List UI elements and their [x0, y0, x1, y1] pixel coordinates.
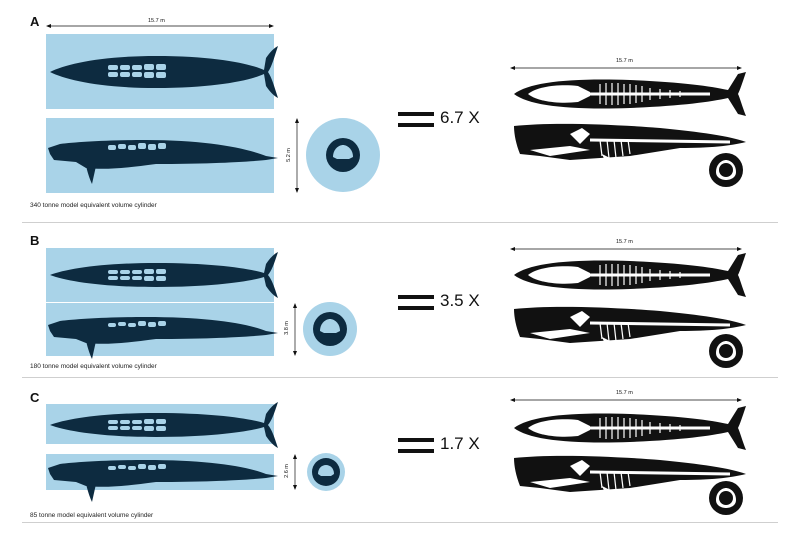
diameter-label: 5.2 m	[285, 148, 292, 162]
whale-top-silhouette	[50, 46, 278, 98]
panel-b: B 3.8 m 3.5 X 15	[0, 225, 800, 380]
skeleton-cross-section	[709, 153, 743, 187]
multiplier-value: 6.7 X	[440, 108, 480, 127]
panel-divider	[22, 377, 778, 378]
skeleton-cross-section	[709, 481, 743, 515]
equals-sign	[398, 436, 434, 454]
multiplier-value: 1.7 X	[440, 434, 480, 453]
skeleton-length-dimension	[510, 398, 742, 402]
diameter-label: 2.6 m	[283, 464, 290, 478]
diameter-label: 3.8 m	[283, 321, 290, 335]
panel-label: A	[30, 14, 40, 29]
skeleton-length-dimension	[510, 247, 742, 251]
skeleton-length-dimension	[510, 66, 742, 70]
skeleton-side-view	[514, 306, 746, 351]
skeleton-length-label: 15.7 m	[616, 390, 633, 396]
diameter-dimension	[293, 454, 297, 490]
skeleton-length-label: 15.7 m	[616, 239, 633, 245]
panel-caption: 85 tonne model equivalent volume cylinde…	[30, 512, 154, 519]
length-label: 15.7 m	[148, 18, 165, 24]
equals-sign	[398, 110, 434, 128]
skeleton-side-view	[514, 123, 746, 168]
panel-divider	[22, 522, 778, 523]
equals-sign	[398, 293, 434, 311]
cross-section	[303, 302, 357, 356]
skeleton-cross-section	[709, 334, 743, 368]
whale-side-silhouette	[48, 317, 278, 359]
skeleton-top-view	[514, 72, 746, 116]
panel-a: A 15.7 m 5.2 m	[0, 0, 800, 225]
skeleton-top-view	[514, 253, 746, 297]
whale-top-silhouette	[50, 252, 278, 298]
panel-c: C 2.6 m 1.7 X 15	[0, 380, 800, 538]
skeleton-top-view	[514, 406, 746, 450]
diameter-dimension	[293, 303, 297, 356]
skeleton-side-view	[514, 455, 746, 500]
diameter-dimension	[295, 118, 299, 193]
whale-side-silhouette	[48, 140, 278, 184]
panel-label: C	[30, 390, 40, 405]
multiplier-value: 3.5 X	[440, 291, 480, 310]
whale-top-silhouette	[50, 402, 278, 448]
length-dimension	[46, 24, 274, 28]
whale-side-silhouette	[48, 460, 278, 502]
panel-caption: 340 tonne model equivalent volume cylind…	[30, 202, 157, 209]
panel-label: B	[30, 233, 40, 248]
skeleton-length-label: 15.7 m	[616, 58, 633, 64]
panel-caption: 180 tonne model equivalent volume cylind…	[30, 363, 157, 370]
cross-section	[306, 118, 380, 192]
panel-divider	[22, 222, 778, 223]
cross-section	[307, 453, 345, 491]
